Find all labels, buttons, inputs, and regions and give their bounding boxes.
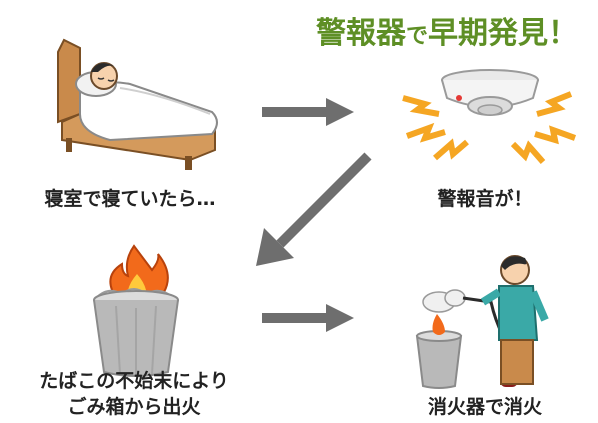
alarm-illustration xyxy=(395,58,585,178)
caption-cause-line2: ごみ箱から出火 xyxy=(67,396,201,418)
caption-alarm: 警報音が！ xyxy=(437,188,533,210)
page-title: 警報器で早期発見！ xyxy=(316,8,578,52)
caption-cause-line1: たばこの不始末により xyxy=(39,370,229,392)
caption-extinguish: 消火器で消火 xyxy=(427,396,542,418)
title-part3: 早期発見 xyxy=(428,16,549,51)
arrow-diagonal-icon xyxy=(250,150,380,274)
title-part2: で xyxy=(406,24,429,49)
trash-fire-illustration xyxy=(82,240,192,380)
title-part1: 警報器 xyxy=(316,16,406,51)
title-exclamation: ！ xyxy=(548,16,579,51)
arrow-right-top-icon xyxy=(262,98,358,130)
bed-illustration xyxy=(40,22,240,172)
caption-sleeping: 寝室で寝ていたら… xyxy=(44,188,216,210)
arrow-right-bottom-icon xyxy=(262,304,358,336)
extinguisher-man-illustration xyxy=(395,240,570,390)
